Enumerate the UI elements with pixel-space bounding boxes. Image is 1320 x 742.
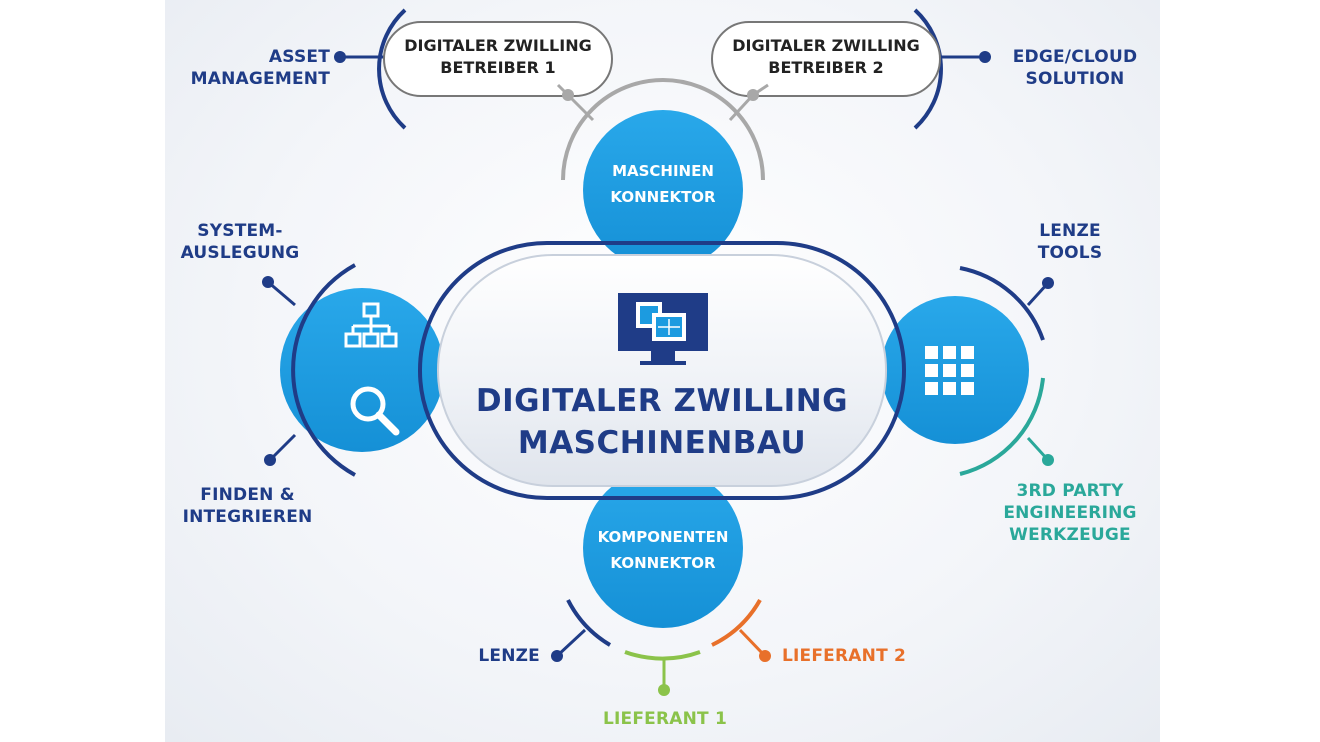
third-party-label: 3RD PARTY ENGINEERING WERKZEUGE: [995, 480, 1145, 546]
edge-cloud-label: EDGE/CLOUD SOLUTION: [995, 46, 1155, 90]
system-auslegung-line2: AUSLEGUNG: [180, 243, 300, 263]
komponenten-konnektor-label: KOMPONENTEN KONNEKTOR: [578, 524, 748, 576]
center-pill: [437, 254, 887, 487]
maschinen-konnektor-line2: KONNEKTOR: [610, 188, 716, 206]
system-auslegung-dot: [262, 276, 274, 288]
lieferant1-dot: [658, 684, 670, 696]
komponenten-konnektor-line2: KONNEKTOR: [610, 554, 716, 572]
edge-cloud-line2: SOLUTION: [1025, 69, 1125, 89]
system-auslegung-label: SYSTEM- AUSLEGUNG: [170, 220, 310, 264]
lenze-label: LENZE: [478, 646, 540, 666]
right-top-arc: [959, 266, 1045, 341]
maschinen-konnektor-label: MASCHINEN KONNEKTOR: [583, 158, 743, 210]
betreiber1-line2: BETREIBER 1: [440, 58, 556, 77]
asset-management-dot: [334, 51, 346, 63]
lenze-tools-line2: TOOLS: [1037, 243, 1103, 263]
network-icon: [344, 302, 398, 348]
top-left-outer-arc: [377, 8, 407, 130]
asset-management-line1: ASSET: [268, 47, 330, 67]
third-party-line2: ENGINEERING: [1003, 503, 1137, 523]
lieferant2-label: LIEFERANT 2: [782, 646, 907, 666]
bottom-middle-arc: [624, 650, 701, 661]
maschinen-gray-arc: [561, 78, 765, 181]
finden-line2: INTEGRIEREN: [182, 507, 313, 527]
bottom-right-arc: [711, 599, 762, 647]
finden-integrieren-label: FINDEN & INTEGRIEREN: [170, 484, 325, 528]
center-title-line1: DIGITALER ZWILLING: [475, 383, 849, 419]
finden-line1: FINDEN &: [200, 485, 295, 505]
asset-management-label: ASSET MANAGEMENT: [180, 46, 330, 90]
bottom-left-arc: [566, 599, 612, 647]
top-right-outer-arc: [913, 8, 943, 130]
right-bottom-arc: [959, 377, 1045, 476]
lieferant1-label: LIEFERANT 1: [602, 709, 727, 729]
maschinen-konnektor-line1: MASCHINEN: [612, 162, 714, 180]
lenze-tools-label: LENZE TOOLS: [1020, 220, 1120, 264]
finden-dot: [264, 454, 276, 466]
betreiber1-line1: DIGITALER ZWILLING: [404, 36, 592, 55]
maschinen-konnektor-circle: [583, 110, 743, 270]
center-title: DIGITALER ZWILLING MASCHINENBAU: [440, 380, 884, 464]
lieferant2-connector: [738, 628, 767, 658]
lenze-connector: [555, 628, 587, 658]
left-tools-circle: [280, 288, 444, 452]
system-auslegung-line1: SYSTEM-: [197, 221, 283, 241]
third-party-dot: [1042, 454, 1054, 466]
betreiber2-label: DIGITALER ZWILLING BETREIBER 2: [712, 35, 940, 79]
betreiber2-pill: [711, 21, 941, 97]
center-outer-ring: [418, 241, 906, 500]
left-outer-arc: [291, 263, 356, 477]
betreiber1-label: DIGITALER ZWILLING BETREIBER 1: [384, 35, 612, 79]
third-party-line3: WERKZEUGE: [1009, 525, 1131, 545]
betreiber2-dot: [747, 89, 759, 101]
betreiber2-line2: BETREIBER 2: [768, 58, 884, 77]
komponenten-konnektor-line1: KOMPONENTEN: [597, 528, 729, 546]
lenze-tools-line1: LENZE: [1039, 221, 1101, 241]
betreiber1-dot: [562, 89, 574, 101]
lenze-dot: [551, 650, 563, 662]
lenze-tools-dot: [1042, 277, 1054, 289]
betreiber2-line1: DIGITALER ZWILLING: [732, 36, 920, 55]
komponenten-konnektor-circle: [583, 468, 743, 628]
grid-icon: [925, 346, 974, 395]
lieferant2-dot: [759, 650, 771, 662]
center-title-line2: MASCHINENBAU: [517, 425, 807, 461]
monitor-icon: [618, 293, 708, 365]
edge-cloud-line1: EDGE/CLOUD: [1012, 47, 1138, 67]
magnifier-icon: [350, 386, 400, 436]
betreiber1-pill: [383, 21, 613, 97]
asset-management-line2: MANAGEMENT: [190, 69, 330, 89]
third-party-line1: 3RD PARTY: [1016, 481, 1124, 501]
edge-cloud-dot: [979, 51, 991, 63]
